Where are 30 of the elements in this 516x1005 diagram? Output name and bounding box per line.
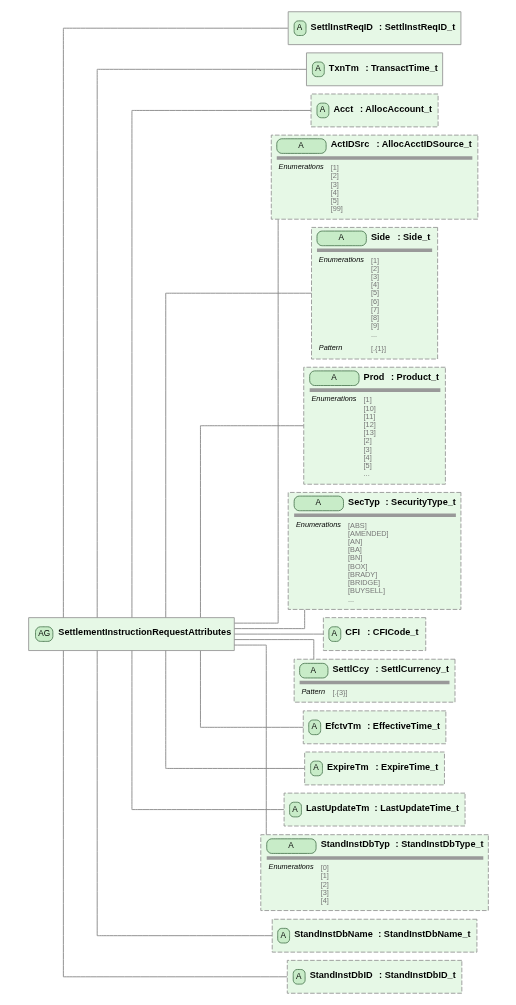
connector bbox=[96, 650, 273, 937]
node-box: A ActIDSrc : AllocAcctIDSource_t Enumerations [1] [2] [3] [4] [5] [99] bbox=[270, 134, 478, 220]
connector bbox=[164, 292, 312, 618]
connector bbox=[233, 219, 279, 624]
node-box: A StandInstDbTyp : StandInstDbType_t Enumerations [0] [1] [2] [3] [4] bbox=[259, 834, 489, 911]
connector bbox=[62, 27, 288, 619]
node-box: A EfctvTm : EffectiveTime_t bbox=[302, 710, 446, 745]
connector bbox=[130, 110, 311, 618]
connector bbox=[199, 425, 304, 618]
connector bbox=[130, 650, 284, 811]
node-box: A SettlCcy : SettlCurrency_t Pattern [.{3}] bbox=[293, 658, 455, 703]
node-box: A StandInstDbID : StandInstDbID_t bbox=[286, 959, 462, 994]
node-box: A StandInstDbName : StandInstDbName_t bbox=[271, 918, 477, 953]
connector bbox=[233, 633, 324, 635]
connector bbox=[96, 68, 307, 618]
node-box: A Prod : Product_t Enumerations [1] [10] [11] [12] [13] [2] [3] [4] [5] ... bbox=[302, 366, 446, 485]
node-box: A Side : Side_t Enumerations [1] [2] [3] [4] [5] [6] [7] [8] [9] ... Pattern [.{1}] bbox=[310, 226, 438, 360]
connector bbox=[233, 609, 305, 630]
node-box: A TxnTm : TransactTime_t bbox=[305, 52, 443, 87]
connector bbox=[233, 644, 267, 835]
connector bbox=[233, 639, 314, 660]
node-box: A SettlInstReqID : SettlInstReqID_t bbox=[287, 11, 461, 46]
connector bbox=[62, 650, 287, 978]
node-box: AG SettlementInstructionRequestAttributes bbox=[27, 617, 235, 651]
node-box: A LastUpdateTm : LastUpdateTime_t bbox=[283, 792, 465, 827]
connector bbox=[199, 650, 304, 728]
node-box: A ExpireTm : ExpireTime_t bbox=[303, 751, 445, 786]
connector bbox=[164, 650, 305, 769]
node-box: A CFI : CFICode_t bbox=[322, 617, 426, 651]
node-box: A Acct : AllocAccount_t bbox=[310, 93, 439, 128]
